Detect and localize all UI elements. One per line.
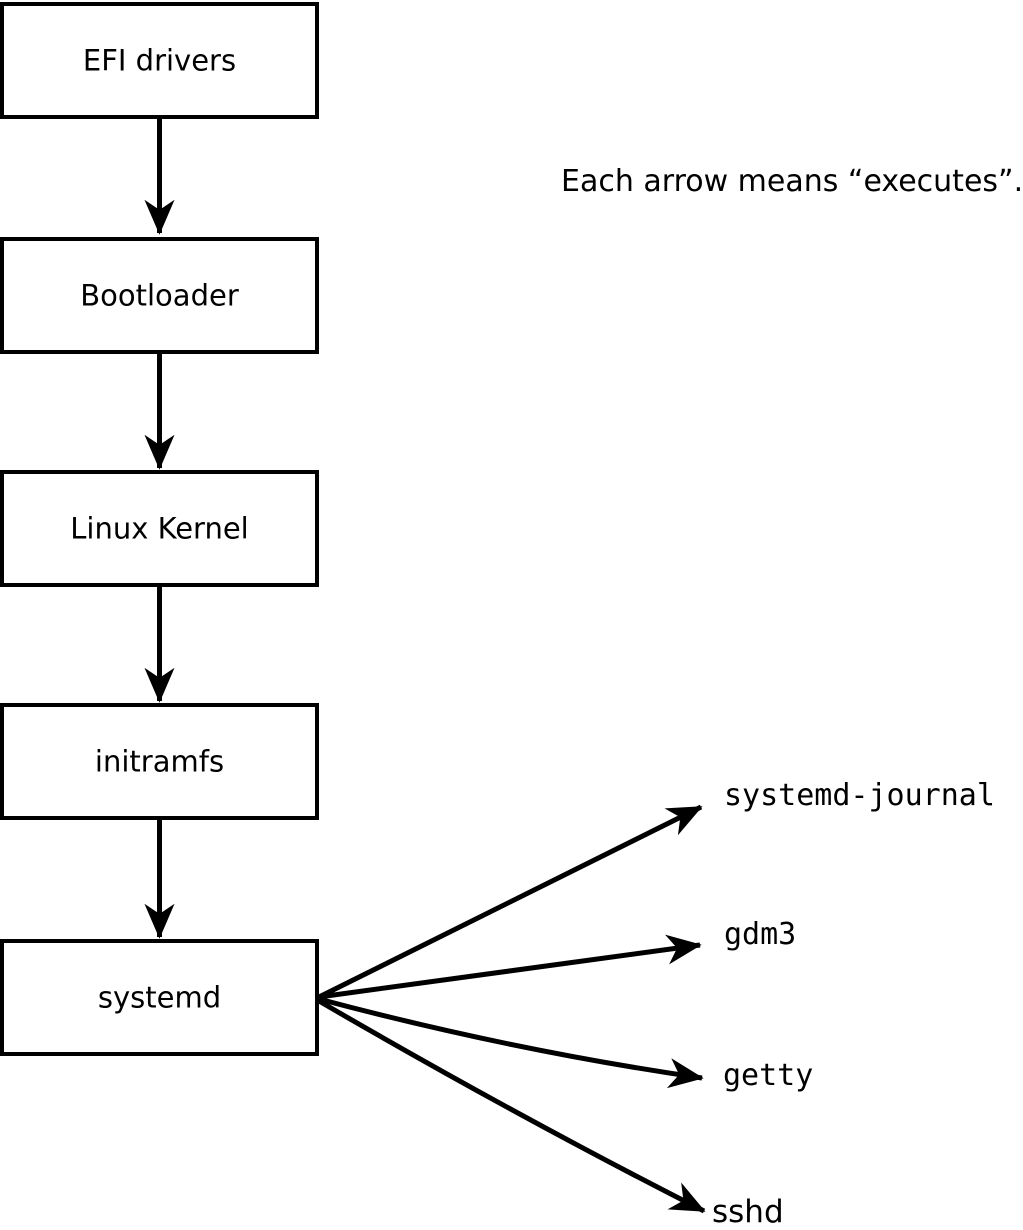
box-initramfs: initramfs [0,703,319,820]
box-linux-kernel-rect [0,470,319,587]
box-systemd: systemd [0,939,319,1056]
box-bootloader: Bootloader [0,237,319,354]
arrow-systemd-to-journal [317,804,703,1000]
target-label-sshd: sshd [712,1194,784,1230]
box-systemd-rect [0,939,319,1056]
box-initramfs-label: initramfs [95,745,224,779]
box-efi-drivers-rect [0,2,319,119]
arrow-systemd-to-sshd [317,998,706,1214]
box-bootloader-label: Bootloader [80,279,239,313]
box-efi-drivers-label: EFI drivers [83,44,236,78]
box-efi-drivers: EFI drivers [0,2,319,119]
note-arrow-meaning: Each arrow means “executes”. [561,164,1023,199]
target-label-getty: getty [723,1058,813,1093]
arrow-systemd-to-getty [318,996,704,1089]
box-linux-kernel-label: Linux Kernel [70,512,248,546]
target-label-systemd-journal: systemd-journal [724,778,995,813]
arrow-systemd-to-gdm3 [318,934,702,1000]
box-systemd-label: systemd [98,981,221,1015]
box-linux-kernel: Linux Kernel [0,470,319,587]
box-initramfs-rect [0,703,319,820]
target-label-gdm3: gdm3 [724,917,796,952]
box-bootloader-rect [0,237,319,354]
